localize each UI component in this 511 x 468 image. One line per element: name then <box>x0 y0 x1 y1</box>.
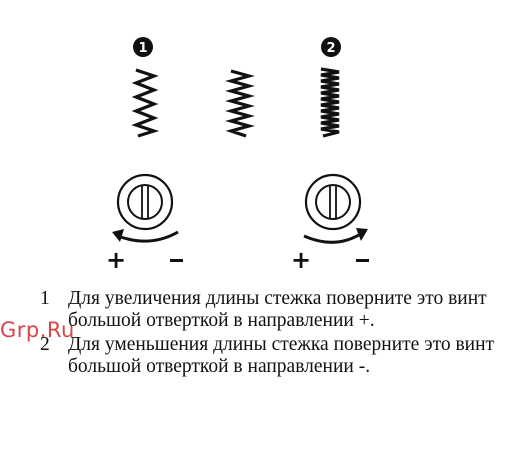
instruction-list: 1 Для увеличения длины стежка поверните … <box>40 288 500 378</box>
instruction-text: Для увеличения длины стежка поверните эт… <box>68 288 487 331</box>
minus-sign-right <box>356 259 369 262</box>
callout-number-1: 1 <box>138 41 147 56</box>
instruction-number: 2 <box>40 334 50 355</box>
long-stitch-zigzag <box>131 68 160 138</box>
callout-badge-2: 2 <box>321 37 341 57</box>
adjustment-screw-increase <box>116 173 174 231</box>
plus-sign-right: + <box>291 246 311 274</box>
plus-sign-left: + <box>106 246 126 274</box>
medium-stitch-zigzag <box>225 69 255 138</box>
callout-badge-1: 1 <box>133 37 153 57</box>
instruction-item: 2 Для уменьшения длины стежка поверните … <box>40 334 500 378</box>
rotation-arrow-minus-icon <box>303 228 368 244</box>
instruction-text: Для уменьшения длины стежка поверните эт… <box>68 334 495 377</box>
instruction-number: 1 <box>40 288 50 309</box>
rotation-arrow-plus-icon <box>112 229 179 243</box>
stitch-length-diagram: 1 2 + + <box>106 37 369 274</box>
instruction-item: 1 Для увеличения длины стежка поверните … <box>40 288 500 332</box>
watermark: Grp.Ru <box>0 318 75 342</box>
adjustment-screw-decrease <box>304 173 362 231</box>
callout-number-2: 2 <box>326 41 335 56</box>
minus-sign-left <box>170 259 183 262</box>
short-stitch-zigzag <box>320 67 340 138</box>
